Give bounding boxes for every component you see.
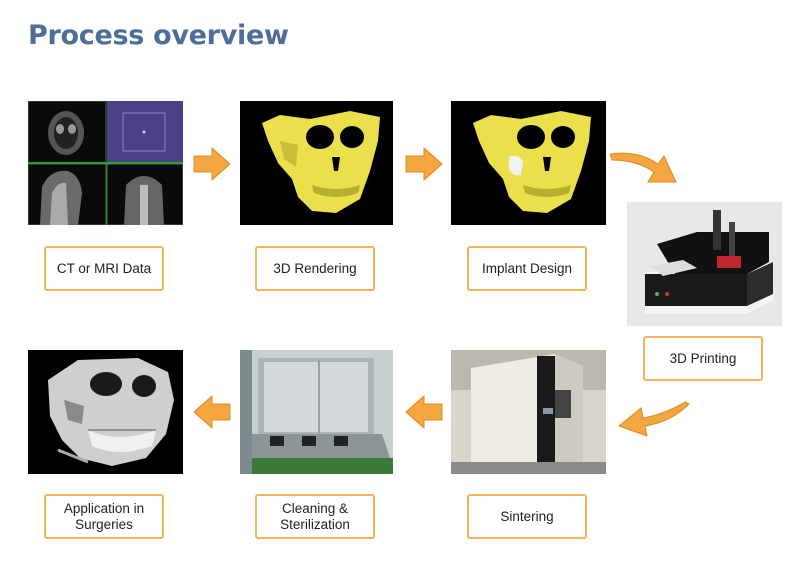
step-label-implant-design: Implant Design [467,246,587,291]
right-arrow-icon [193,146,231,182]
left-arrow-icon [193,394,231,430]
step-label-application-in-surgeries: Application in Surgeries [44,494,164,539]
left-arrow-icon [405,394,443,430]
step-label-cleaning-sterilization: Cleaning & Sterilization [255,494,375,539]
step-label-sintering: Sintering [467,494,587,539]
3d-skull-render-image [240,101,393,225]
ct-mri-scan-image [28,101,183,225]
page-title: Process overview [28,20,289,51]
cleaning-sterilization-unit-image [240,350,393,474]
step-label-ct-mri-data: CT or MRI Data [44,246,164,291]
curved-down-arrow-icon [609,152,677,183]
curved-left-down-arrow-icon [617,401,690,437]
step-label-3d-rendering: 3D Rendering [255,246,375,291]
sintering-furnace-image [451,350,606,474]
right-arrow-icon [405,146,443,182]
step-label-3d-printing: 3D Printing [643,336,763,381]
surgical-skull-ct-image [28,350,183,474]
3d-printer-machine-image [627,202,782,326]
implant-design-skull-image [451,101,606,225]
